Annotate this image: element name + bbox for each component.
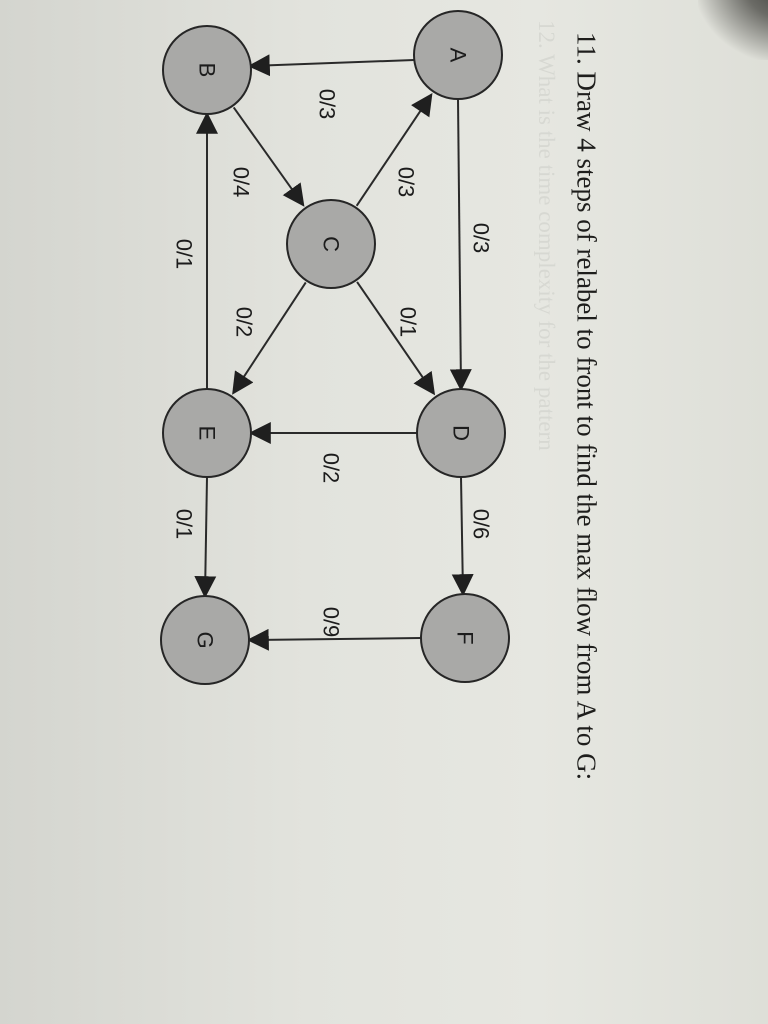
edge-label-e-b: 0/1	[172, 239, 197, 270]
edge-c-d	[356, 281, 436, 396]
node-label: E	[195, 426, 220, 441]
node-circle	[286, 199, 376, 289]
edge-label-b-c: 0/4	[229, 167, 254, 198]
node-a: A	[413, 10, 503, 100]
corner-shadow	[698, 0, 768, 60]
node-c: C	[286, 199, 376, 289]
node-d: D	[416, 388, 506, 478]
edge-a-d	[449, 98, 472, 392]
node-label: G	[193, 631, 218, 648]
node-label: D	[449, 425, 474, 441]
edge-line	[232, 106, 305, 207]
edge-line	[451, 476, 474, 597]
edge-line	[355, 93, 433, 207]
node-label: B	[195, 63, 220, 78]
node-label: F	[453, 631, 478, 644]
node-f: F	[420, 593, 510, 683]
node-circle	[420, 593, 510, 683]
node-circle	[162, 388, 252, 478]
node-label: A	[446, 48, 471, 63]
edge-label-d-e: 0/2	[319, 453, 344, 484]
node-label: C	[319, 236, 344, 252]
edge-labels-layer: 0/3 0/3 0/3 0/4 0/1 0/2 0/1 0/2 0/6 0/1 0/9	[172, 89, 494, 638]
edge-c-e	[232, 281, 307, 395]
nodes-layer: A B C D E F G	[160, 10, 510, 685]
edge-f-g	[246, 628, 422, 651]
edge-c-a	[355, 93, 433, 207]
node-circle	[416, 388, 506, 478]
edge-label-f-g: 0/9	[319, 607, 344, 638]
edge-label-c-d: 0/1	[396, 307, 421, 338]
node-circle	[413, 10, 503, 100]
edge-b-c	[232, 106, 305, 207]
edge-label-d-f: 0/6	[469, 509, 494, 540]
edge-line	[356, 281, 436, 396]
edge-label-e-g: 0/1	[172, 509, 197, 540]
node-circle	[162, 25, 252, 115]
edge-label-a-b: 0/3	[315, 89, 340, 120]
node-b: B	[162, 25, 252, 115]
edge-label-c-a: 0/3	[394, 167, 419, 198]
edge-d-f	[451, 476, 474, 597]
node-e: E	[162, 388, 252, 478]
edge-line	[194, 476, 217, 599]
node-g: G	[160, 595, 250, 685]
node-circle	[160, 595, 250, 685]
edge-line	[232, 281, 307, 395]
edge-line	[449, 98, 472, 392]
edge-a-b	[247, 54, 415, 77]
edge-label-c-e: 0/2	[232, 307, 257, 338]
edge-line	[247, 54, 415, 77]
edge-e-g	[194, 476, 217, 599]
edge-line	[246, 628, 422, 651]
edge-label-a-d: 0/3	[469, 223, 494, 254]
edges-layer	[194, 54, 474, 651]
